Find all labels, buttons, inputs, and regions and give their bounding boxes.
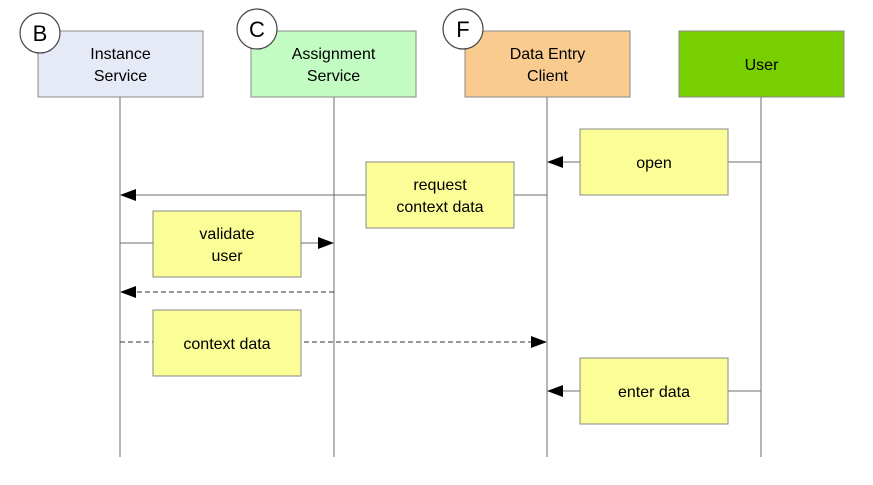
participant-box-instance [37, 30, 204, 98]
participant-badge-letter-client: F [456, 17, 469, 42]
participant-badge-assignment [236, 8, 278, 50]
participant-badge-letter-instance: B [33, 21, 48, 46]
message-note-enter [579, 357, 729, 425]
message-label-validate: user [211, 248, 243, 265]
participant-label-user: User [745, 57, 779, 74]
participant-label-client: Client [527, 68, 568, 85]
participant-label-assignment: Service [307, 68, 360, 85]
arrowhead-context [531, 336, 547, 348]
message-label-request: request [413, 177, 467, 194]
participant-label-instance: Instance [90, 46, 151, 63]
participant-box-assignment [250, 30, 417, 98]
participant-badge-client [442, 8, 484, 50]
arrowhead-request [120, 189, 136, 201]
message-note-request [365, 161, 515, 229]
participant-badge-letter-assignment: C [249, 17, 265, 42]
participant-box-user [678, 30, 845, 98]
participant-badge-instance [19, 12, 61, 54]
participant-label-assignment: Assignment [292, 46, 376, 63]
message-label-enter: enter data [618, 384, 690, 401]
message-note-context [152, 309, 302, 377]
arrowhead-validate [318, 237, 334, 249]
message-label-context: context data [183, 336, 270, 353]
message-label-open: open [636, 155, 672, 172]
message-label-request: context data [396, 199, 483, 216]
message-note-open [579, 128, 729, 196]
arrowhead-open [547, 156, 563, 168]
participant-box-client [464, 30, 631, 98]
participant-label-client: Data Entry [510, 46, 586, 63]
arrowhead-enter [547, 385, 563, 397]
message-label-validate: validate [199, 226, 254, 243]
arrowhead-reply [120, 286, 136, 298]
participant-label-instance: Service [94, 68, 147, 85]
message-note-validate [152, 210, 302, 278]
